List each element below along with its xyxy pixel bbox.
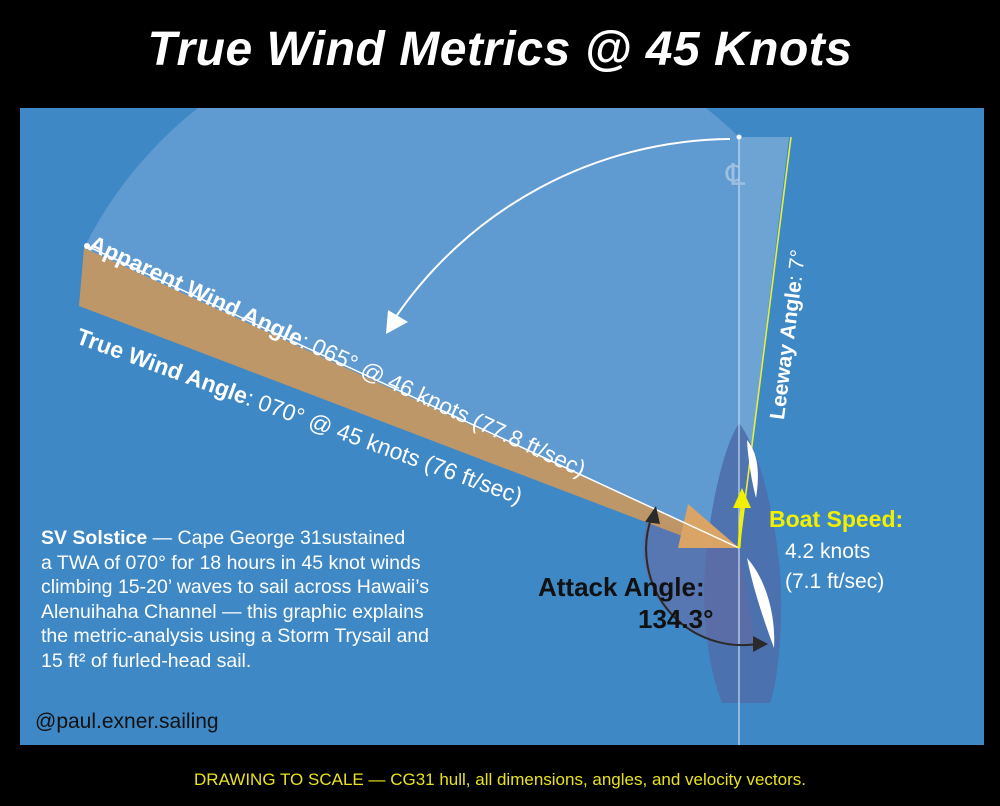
- centerline-symbol: ℄: [726, 158, 746, 193]
- attack-angle-value: 134.3°: [638, 604, 714, 634]
- attack-angle-arc: [645, 515, 763, 647]
- headsail: [747, 440, 758, 498]
- boat-speed-vector: [737, 503, 744, 549]
- boat-speed-ftsec: (7.1 ft/sec): [785, 570, 885, 593]
- description-block: SV Solstice — Cape George 31sustained a …: [41, 526, 541, 673]
- wind-vector-wedge: [79, 248, 739, 548]
- attack-angle-title: Attack Angle:: [538, 572, 705, 602]
- description-line-2: a TWA of 070° for 18 hours in 45 knot wi…: [41, 551, 421, 574]
- sweep-arrow: [392, 138, 731, 322]
- sailing-diagram: [79, 108, 792, 745]
- description-line-1: SV Solstice — Cape George 31sustained: [41, 526, 541, 551]
- description-line-4: Alenuihaha Channel — this graphic explai…: [41, 600, 424, 623]
- boat-speed-arrowhead: [733, 488, 751, 508]
- apparent-wind-endpoint: [84, 243, 90, 249]
- author-handle: @paul.exner.sailing: [35, 710, 219, 733]
- boat-name: SV Solstice: [41, 527, 148, 549]
- footer-caption: DRAWING TO SCALE — CG31 hull, all dimens…: [194, 770, 806, 789]
- attack-arc-arrowhead-bottom: [753, 636, 768, 652]
- boat-speed-title: Boat Speed:: [769, 506, 904, 532]
- description-text-1: — Cape George 31sustained: [147, 527, 406, 549]
- diagram-panel: ℄ Leeway Angle: 7° Apparent Wind Angle: …: [20, 108, 984, 745]
- apparent-wind-edge: [86, 245, 740, 549]
- leeway-angle-value: : 7°: [783, 248, 811, 283]
- description-line-6: 15 ft² of furled-head sail.: [41, 649, 252, 672]
- trysail: [747, 558, 775, 648]
- centerline-marker: [736, 134, 742, 140]
- boat-speed-knots: 4.2 knots: [785, 540, 871, 563]
- attack-arc-arrowhead-top: [645, 506, 660, 524]
- description-line-5: the metric-analysis using a Storm Trysai…: [41, 625, 429, 647]
- wind-arrowhead: [678, 504, 739, 548]
- wind-angle-sector: [84, 108, 739, 548]
- description-line-3: climbing 15-20’ waves to sail across Haw…: [41, 576, 429, 598]
- sweep-arrowhead: [386, 310, 408, 334]
- page-title: True Wind Metrics @ 45 Knots: [147, 23, 853, 76]
- leeway-line: [738, 136, 792, 549]
